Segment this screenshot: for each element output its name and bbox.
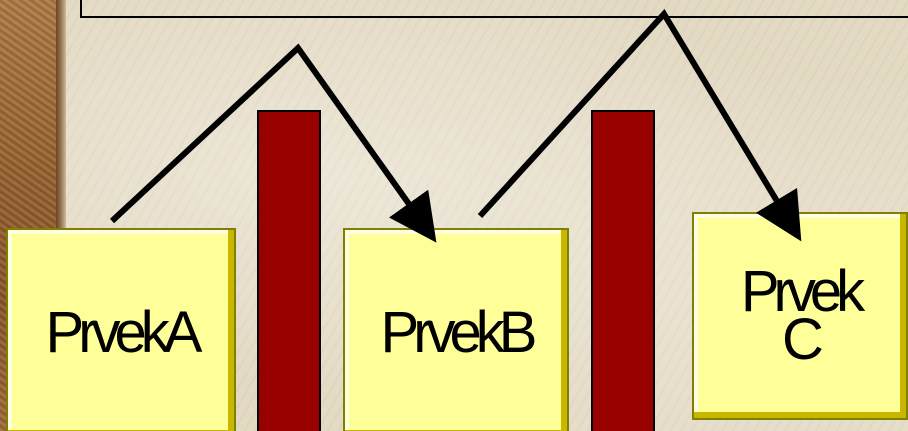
separator-bar-1 xyxy=(257,110,321,431)
node-label-c: Prvek C xyxy=(740,259,865,372)
node-prvek-a: PrvekA xyxy=(6,228,236,431)
separator-bar-2 xyxy=(591,110,655,431)
node-label-b: PrvekB xyxy=(380,300,538,366)
left-strip-edge xyxy=(56,0,66,431)
node-prvek-c: Prvek C xyxy=(692,212,908,420)
node-label-a: PrvekA xyxy=(45,300,203,366)
arrow-a-to-b xyxy=(109,43,437,243)
node-prvek-b: PrvekB xyxy=(343,228,569,431)
arrow-b-to-c xyxy=(477,9,802,242)
parent-box xyxy=(80,0,908,18)
